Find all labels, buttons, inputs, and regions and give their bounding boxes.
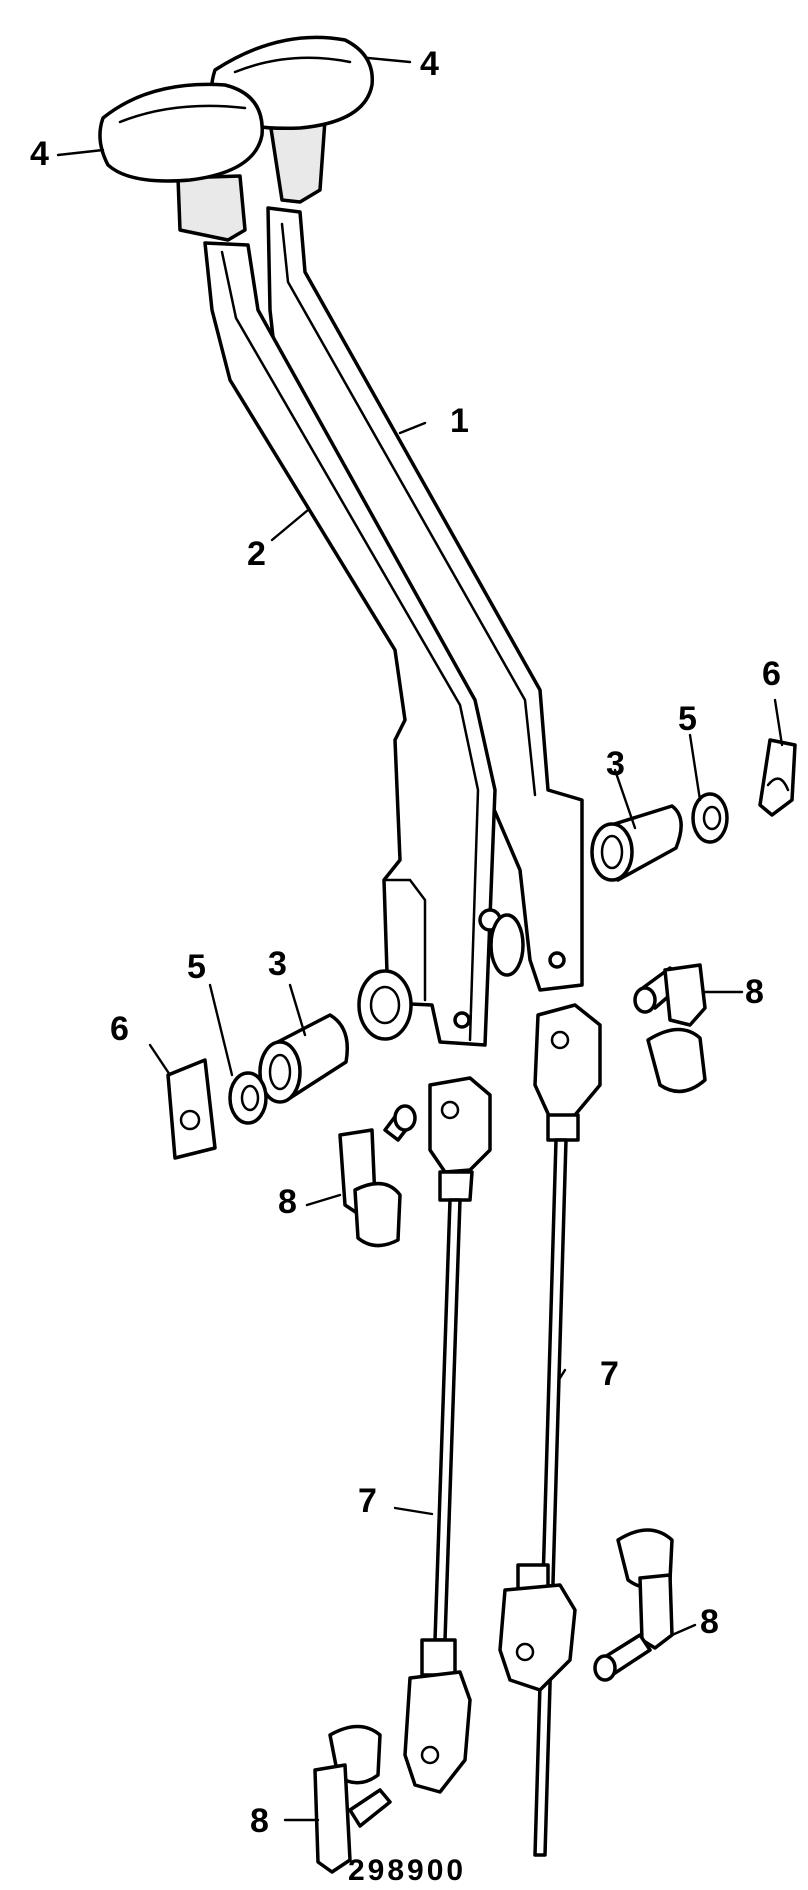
bush-3-right [590,804,683,882]
pin-8-upper-left [338,1104,417,1248]
pin-8-upper-right [633,963,707,1094]
callout-8-lower-left: 8 [250,1802,269,1840]
callout-8-upper-left: 8 [278,1183,297,1221]
bush-3-left [258,1013,349,1104]
pin-8-lower-right [593,1528,674,1682]
callout-4-top: 4 [420,45,439,83]
lever-2 [203,241,502,1047]
clip-6-left [166,1058,217,1160]
callout-6-right: 6 [762,655,781,693]
callout-2: 2 [247,535,266,573]
callout-8-lower-right: 8 [700,1603,719,1641]
callout-labels: 1 2 3 3 4 4 5 5 6 6 7 7 8 8 8 8 [30,45,781,1840]
lever-boss [357,913,525,1041]
leader-lines [56,56,784,1822]
callout-1: 1 [450,402,469,440]
callout-8-upper-right: 8 [745,973,764,1011]
callout-7-right: 7 [600,1355,619,1393]
callout-5-left: 5 [187,948,206,986]
figure-number: 298900 [348,1854,466,1887]
callout-4-left: 4 [30,135,49,173]
rod-7-left [403,1076,492,1794]
callout-3-right: 3 [606,745,625,783]
rod-7-right [498,1003,602,1857]
callout-7-left: 7 [358,1482,377,1520]
washer-5-right [691,792,729,844]
pin-8-lower-left [313,1724,392,1874]
callout-5-right: 5 [678,700,697,738]
callout-3-left: 3 [268,945,287,983]
knob-4-left [98,82,264,242]
washer-5-left [228,1071,268,1125]
clip-6-right [758,738,797,817]
callout-6-left: 6 [110,1010,129,1048]
